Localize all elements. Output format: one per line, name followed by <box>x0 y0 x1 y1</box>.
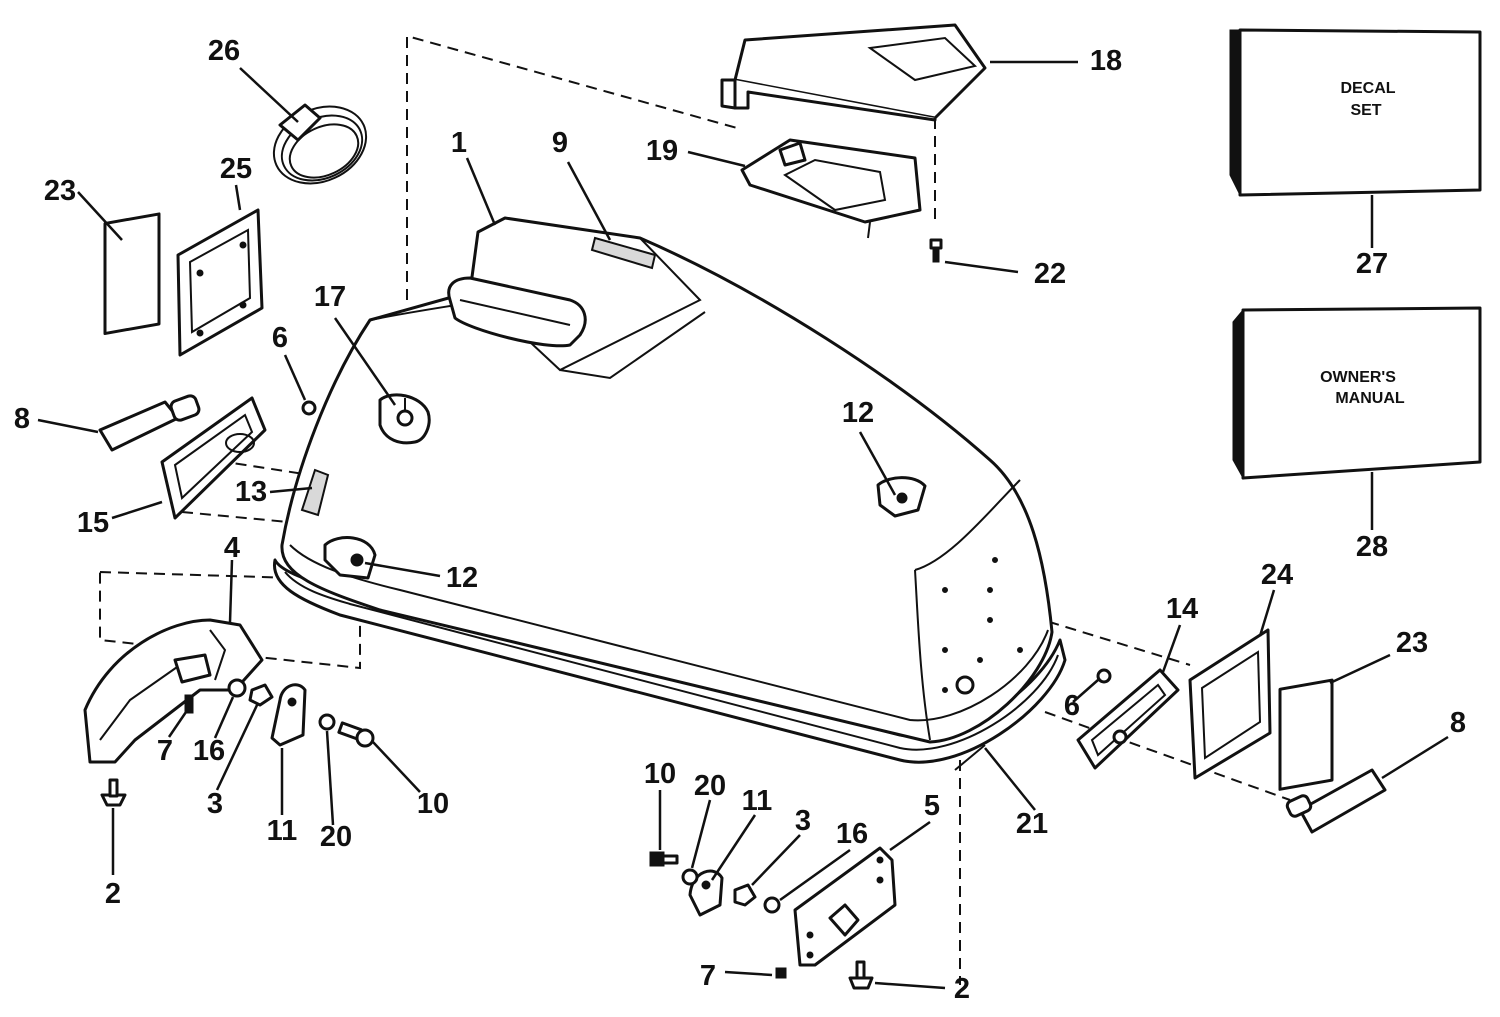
callout-21: 21 <box>1016 808 1048 840</box>
callout-2-right: 2 <box>954 973 970 1005</box>
bracket-frame-part-15 <box>160 396 267 520</box>
callout-11-left: 11 <box>267 815 298 847</box>
nut-part-3-right <box>733 883 757 907</box>
callout-10-right: 10 <box>644 758 676 790</box>
top-cap-part-18 <box>720 23 987 122</box>
callout-3-right: 3 <box>795 805 811 837</box>
screw-part-7-right <box>775 967 787 979</box>
stud-part-2-left <box>100 778 127 807</box>
callout-26: 26 <box>208 35 240 67</box>
callout-6-right: 6 <box>1064 690 1080 722</box>
callout-14: 14 <box>1166 593 1198 625</box>
decal-strip-part-9 <box>590 236 657 270</box>
callout-20-right: 20 <box>694 770 726 802</box>
nut-part-3-left <box>248 683 274 707</box>
callout-16-left: 16 <box>193 735 225 767</box>
grommet-part-12-lower <box>323 536 377 580</box>
callout-5: 5 <box>924 790 940 822</box>
washer-part-20-right <box>681 868 699 886</box>
bolt-part-10-left <box>337 721 375 748</box>
seal-part-21 <box>954 744 986 771</box>
decal-set-label-line1: DECAL <box>1340 80 1395 97</box>
callout-17: 17 <box>314 281 346 313</box>
callout-23-right: 23 <box>1396 627 1428 659</box>
callout-20-left: 20 <box>320 821 352 853</box>
owners-manual-box-part-28: OWNER'S MANUAL <box>1232 306 1482 480</box>
callout-9: 9 <box>552 127 568 159</box>
callout-25: 25 <box>220 153 252 185</box>
decal-strip-part-13 <box>300 468 330 517</box>
callout-3-left: 3 <box>207 788 223 820</box>
callout-12-lower: 12 <box>446 562 478 594</box>
callout-11-right: 11 <box>742 785 773 817</box>
plate-part-19 <box>740 138 922 239</box>
bolt-part-10-right <box>649 851 679 867</box>
callout-24: 24 <box>1261 559 1293 591</box>
stud-part-2-right <box>848 960 874 990</box>
knob-part-17 <box>378 393 431 445</box>
grommet-part-12-upper <box>876 476 927 518</box>
callout-6-left: 6 <box>272 322 288 354</box>
clip-part-11-right <box>688 869 724 917</box>
engine-cover-part-1 <box>272 216 1067 764</box>
callout-4: 4 <box>224 532 240 564</box>
gasket-frame-part-24 <box>1188 628 1272 780</box>
latch-bracket-part-4 <box>83 618 264 764</box>
callout-13: 13 <box>235 476 267 508</box>
screw-part-7-left <box>184 694 194 714</box>
callout-23-left: 23 <box>44 175 76 207</box>
callout-8-right: 8 <box>1450 707 1466 739</box>
callout-12-upper: 12 <box>842 397 874 429</box>
screw-part-22 <box>929 238 943 263</box>
callout-2-left: 2 <box>105 878 121 910</box>
decal-set-label-line2: SET <box>1350 102 1381 119</box>
washer-part-20-left <box>318 713 336 731</box>
callout-22: 22 <box>1034 258 1066 290</box>
latch-handle-part-8-left <box>98 394 201 452</box>
callout-27: 27 <box>1356 248 1388 280</box>
decal-set-box-part-27: DECAL SET <box>1229 28 1482 197</box>
clip-part-11-left <box>270 683 307 747</box>
gasket-sheet-part-23-left <box>103 212 161 336</box>
screw-part-6-right <box>1096 668 1112 684</box>
frame-part-25 <box>176 208 264 357</box>
washer-part-16-left <box>227 678 247 698</box>
callout-15: 15 <box>77 507 109 539</box>
callout-16-right: 16 <box>836 818 868 850</box>
latch-bracket-part-5 <box>793 846 897 967</box>
frame-part-14 <box>1076 668 1180 770</box>
leader-lines <box>37 60 1449 990</box>
washer-part-16-right <box>763 896 781 914</box>
callout-8-left: 8 <box>14 403 30 435</box>
lanyard-part-26 <box>272 103 368 185</box>
latch-handle-part-8-right <box>1285 768 1387 834</box>
callout-1: 1 <box>451 127 467 159</box>
callout-18: 18 <box>1090 45 1122 77</box>
callout-7-right: 7 <box>700 960 716 992</box>
callout-7-left: 7 <box>157 735 173 767</box>
owners-manual-label-line2: MANUAL <box>1335 390 1405 407</box>
callout-28: 28 <box>1356 531 1388 563</box>
screw-part-6-left <box>301 400 317 416</box>
owners-manual-label-line1: OWNER'S <box>1320 369 1396 386</box>
callout-19: 19 <box>646 135 678 167</box>
callout-labels: 1 9 19 18 22 27 28 26 25 23 17 6 8 12 13… <box>14 35 1466 1005</box>
callout-10-left: 10 <box>417 788 449 820</box>
gasket-sheet-part-23-right <box>1278 678 1334 791</box>
